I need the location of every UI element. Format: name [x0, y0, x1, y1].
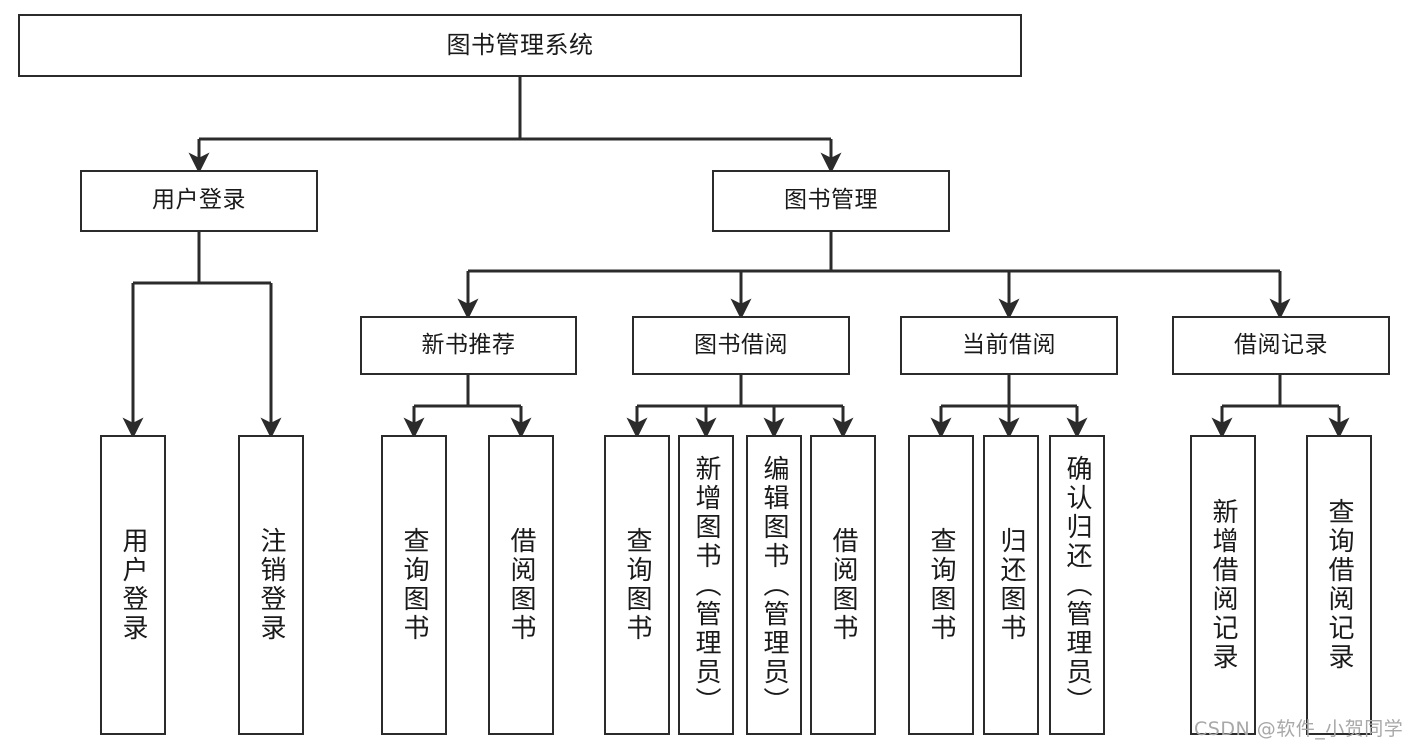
leaf-query-book-new-rec-label: 查询图书 [399, 527, 429, 643]
leaf-edit-book-admin[interactable]: 编辑图书（管理员） [746, 435, 802, 735]
leaf-query-book-current[interactable]: 查询图书 [908, 435, 974, 735]
csdn-watermark: CSDN @软件_小贺同学 [1194, 718, 1404, 740]
leaf-borrow-book-borrow-label: 借阅图书 [828, 527, 858, 643]
leaf-return-book[interactable]: 归还图书 [983, 435, 1039, 735]
leaf-add-borrow-record[interactable]: 新增借阅记录 [1190, 435, 1256, 735]
node-user-login[interactable]: 用户登录 [80, 170, 318, 232]
leaf-edit-book-admin-label: 编辑图书（管理员） [759, 454, 789, 716]
node-borrow-record[interactable]: 借阅记录 [1172, 316, 1390, 375]
leaf-logout[interactable]: 注销登录 [238, 435, 304, 735]
node-new-book-recommend-label: 新书推荐 [421, 331, 516, 358]
node-new-book-recommend[interactable]: 新书推荐 [360, 316, 577, 375]
leaf-add-borrow-record-label: 新增借阅记录 [1208, 498, 1238, 672]
leaf-logout-label: 注销登录 [256, 527, 286, 643]
node-root-label: 图书管理系统 [446, 31, 594, 60]
leaf-query-borrow-record-label: 查询借阅记录 [1324, 498, 1354, 672]
node-book-manage-label: 图书管理 [784, 187, 878, 214]
node-current-borrow[interactable]: 当前借阅 [900, 316, 1118, 375]
leaf-query-book-current-label: 查询图书 [926, 527, 956, 643]
leaf-return-book-label: 归还图书 [996, 527, 1026, 643]
node-root[interactable]: 图书管理系统 [18, 14, 1022, 77]
node-borrow-record-label: 借阅记录 [1234, 331, 1328, 358]
leaf-query-book-borrow-label: 查询图书 [622, 527, 652, 643]
node-book-borrow[interactable]: 图书借阅 [632, 316, 850, 375]
node-user-login-label: 用户登录 [152, 187, 246, 214]
leaf-confirm-return-admin-label: 确认归还（管理员） [1062, 454, 1092, 716]
leaf-user-login-label: 用户登录 [118, 527, 148, 643]
node-book-manage[interactable]: 图书管理 [712, 170, 950, 232]
node-book-borrow-label: 图书借阅 [694, 331, 788, 358]
node-current-borrow-label: 当前借阅 [962, 331, 1056, 358]
leaf-query-book-borrow[interactable]: 查询图书 [604, 435, 670, 735]
leaf-confirm-return-admin[interactable]: 确认归还（管理员） [1049, 435, 1105, 735]
leaf-borrow-book-new-rec-label: 借阅图书 [506, 527, 536, 643]
leaf-user-login[interactable]: 用户登录 [100, 435, 166, 735]
leaf-query-book-new-rec[interactable]: 查询图书 [381, 435, 447, 735]
leaf-add-book-admin-label: 新增图书（管理员） [691, 454, 721, 716]
leaf-add-book-admin[interactable]: 新增图书（管理员） [678, 435, 734, 735]
leaf-borrow-book-new-rec[interactable]: 借阅图书 [488, 435, 554, 735]
leaf-borrow-book-borrow[interactable]: 借阅图书 [810, 435, 876, 735]
leaf-query-borrow-record[interactable]: 查询借阅记录 [1306, 435, 1372, 735]
